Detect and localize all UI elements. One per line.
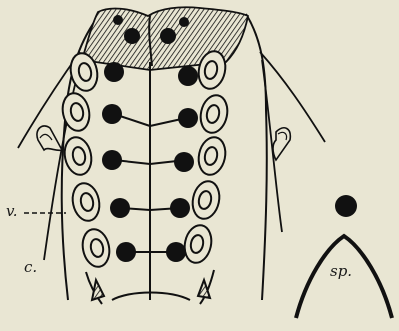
left-dot-2 xyxy=(102,104,122,124)
left-dot-1 xyxy=(104,62,124,82)
left-dot-3 xyxy=(102,150,122,170)
spine-figure: sp. xyxy=(296,195,392,318)
left-plate-3 xyxy=(61,135,94,178)
right-dot-2 xyxy=(178,108,198,128)
label-c: c. xyxy=(24,258,37,276)
right-dot-1 xyxy=(178,66,198,86)
spine-dot xyxy=(335,195,357,217)
label-v-group: v. xyxy=(6,202,66,220)
left-dot-4 xyxy=(110,198,130,218)
right-dot-3 xyxy=(174,152,194,172)
left-dot-5 xyxy=(116,242,136,262)
left-plate-4 xyxy=(69,181,102,224)
right-plate-4 xyxy=(189,179,222,222)
side-process-right xyxy=(273,128,290,160)
right-plate-3 xyxy=(195,135,228,178)
right-plate-5 xyxy=(181,223,214,266)
label-sp: sp. xyxy=(330,262,352,280)
side-process-left xyxy=(37,126,62,150)
right-dot-5 xyxy=(166,242,186,262)
right-plate-2 xyxy=(197,93,230,136)
right-dot-4 xyxy=(170,198,190,218)
left-plate-5 xyxy=(79,227,112,270)
label-v: v. xyxy=(6,202,17,220)
